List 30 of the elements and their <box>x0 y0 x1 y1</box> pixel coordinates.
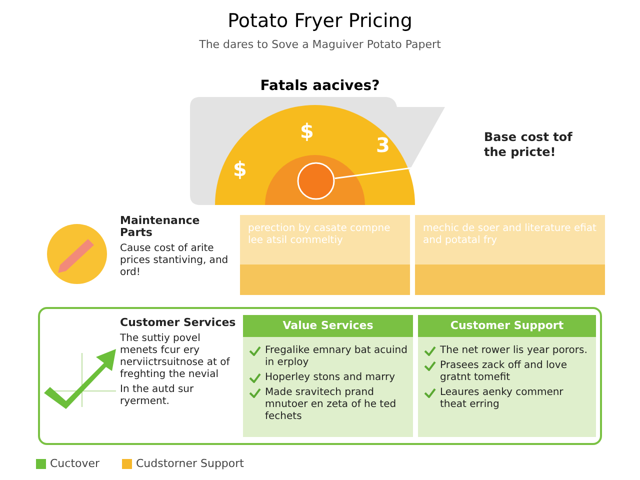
panel-text: Made sravitech prand mnutoer en zeta of he ted fechets <box>265 387 398 423</box>
legend-label: Cudstorner Support <box>136 457 244 470</box>
panel-text: The suttiy povel menets fcur ery nerviictrsuitnose at of freghting the nevial <box>120 333 231 381</box>
title: Potato Fryer Pricing <box>226 10 414 32</box>
services-panel <box>38 307 602 445</box>
subtitle: The dares to Sove a Maguiver Potato Papert <box>198 38 442 51</box>
panel-text: Prasees zack off and love gratnt tomefit <box>440 360 568 384</box>
callout-text: Base cost tof the pricte! <box>484 130 574 160</box>
panel-text: mechic de soer and literature efiat and potatal fry <box>423 223 598 247</box>
panel-text: Hoperley stons and marry <box>265 372 396 384</box>
panel-heading: Customer Services <box>120 317 237 329</box>
info-panel <box>240 215 410 295</box>
price-number: 3 <box>376 133 390 157</box>
panel-text: The net rower lis year porors. <box>440 345 588 357</box>
section-heading: Fatals aacives? <box>259 78 381 94</box>
info-panel <box>418 315 596 437</box>
panel-text: In the autd sur ryerment. <box>120 384 195 408</box>
dollar-sign: $ <box>300 119 314 143</box>
panel-text: Leaures aenky commenr theat erring <box>440 387 564 411</box>
panel-header: Value Services <box>243 315 413 337</box>
dollar-sign: $ <box>233 157 247 181</box>
panel-text: Fregalike emnary bat acuind in erploy <box>265 345 408 369</box>
legend-label: Cuctover <box>50 457 100 470</box>
panel-text: perection by casate compne lee atsil commeltiy <box>248 223 392 247</box>
info-panel <box>415 215 605 295</box>
panel-text: Cause cost of arite prices stantiving, and ord! <box>120 243 230 279</box>
panel-header: Customer Support <box>418 315 596 337</box>
center-circle <box>297 162 335 200</box>
info-panel <box>243 315 413 437</box>
panel-heading: Maintenance Parts <box>120 215 201 239</box>
